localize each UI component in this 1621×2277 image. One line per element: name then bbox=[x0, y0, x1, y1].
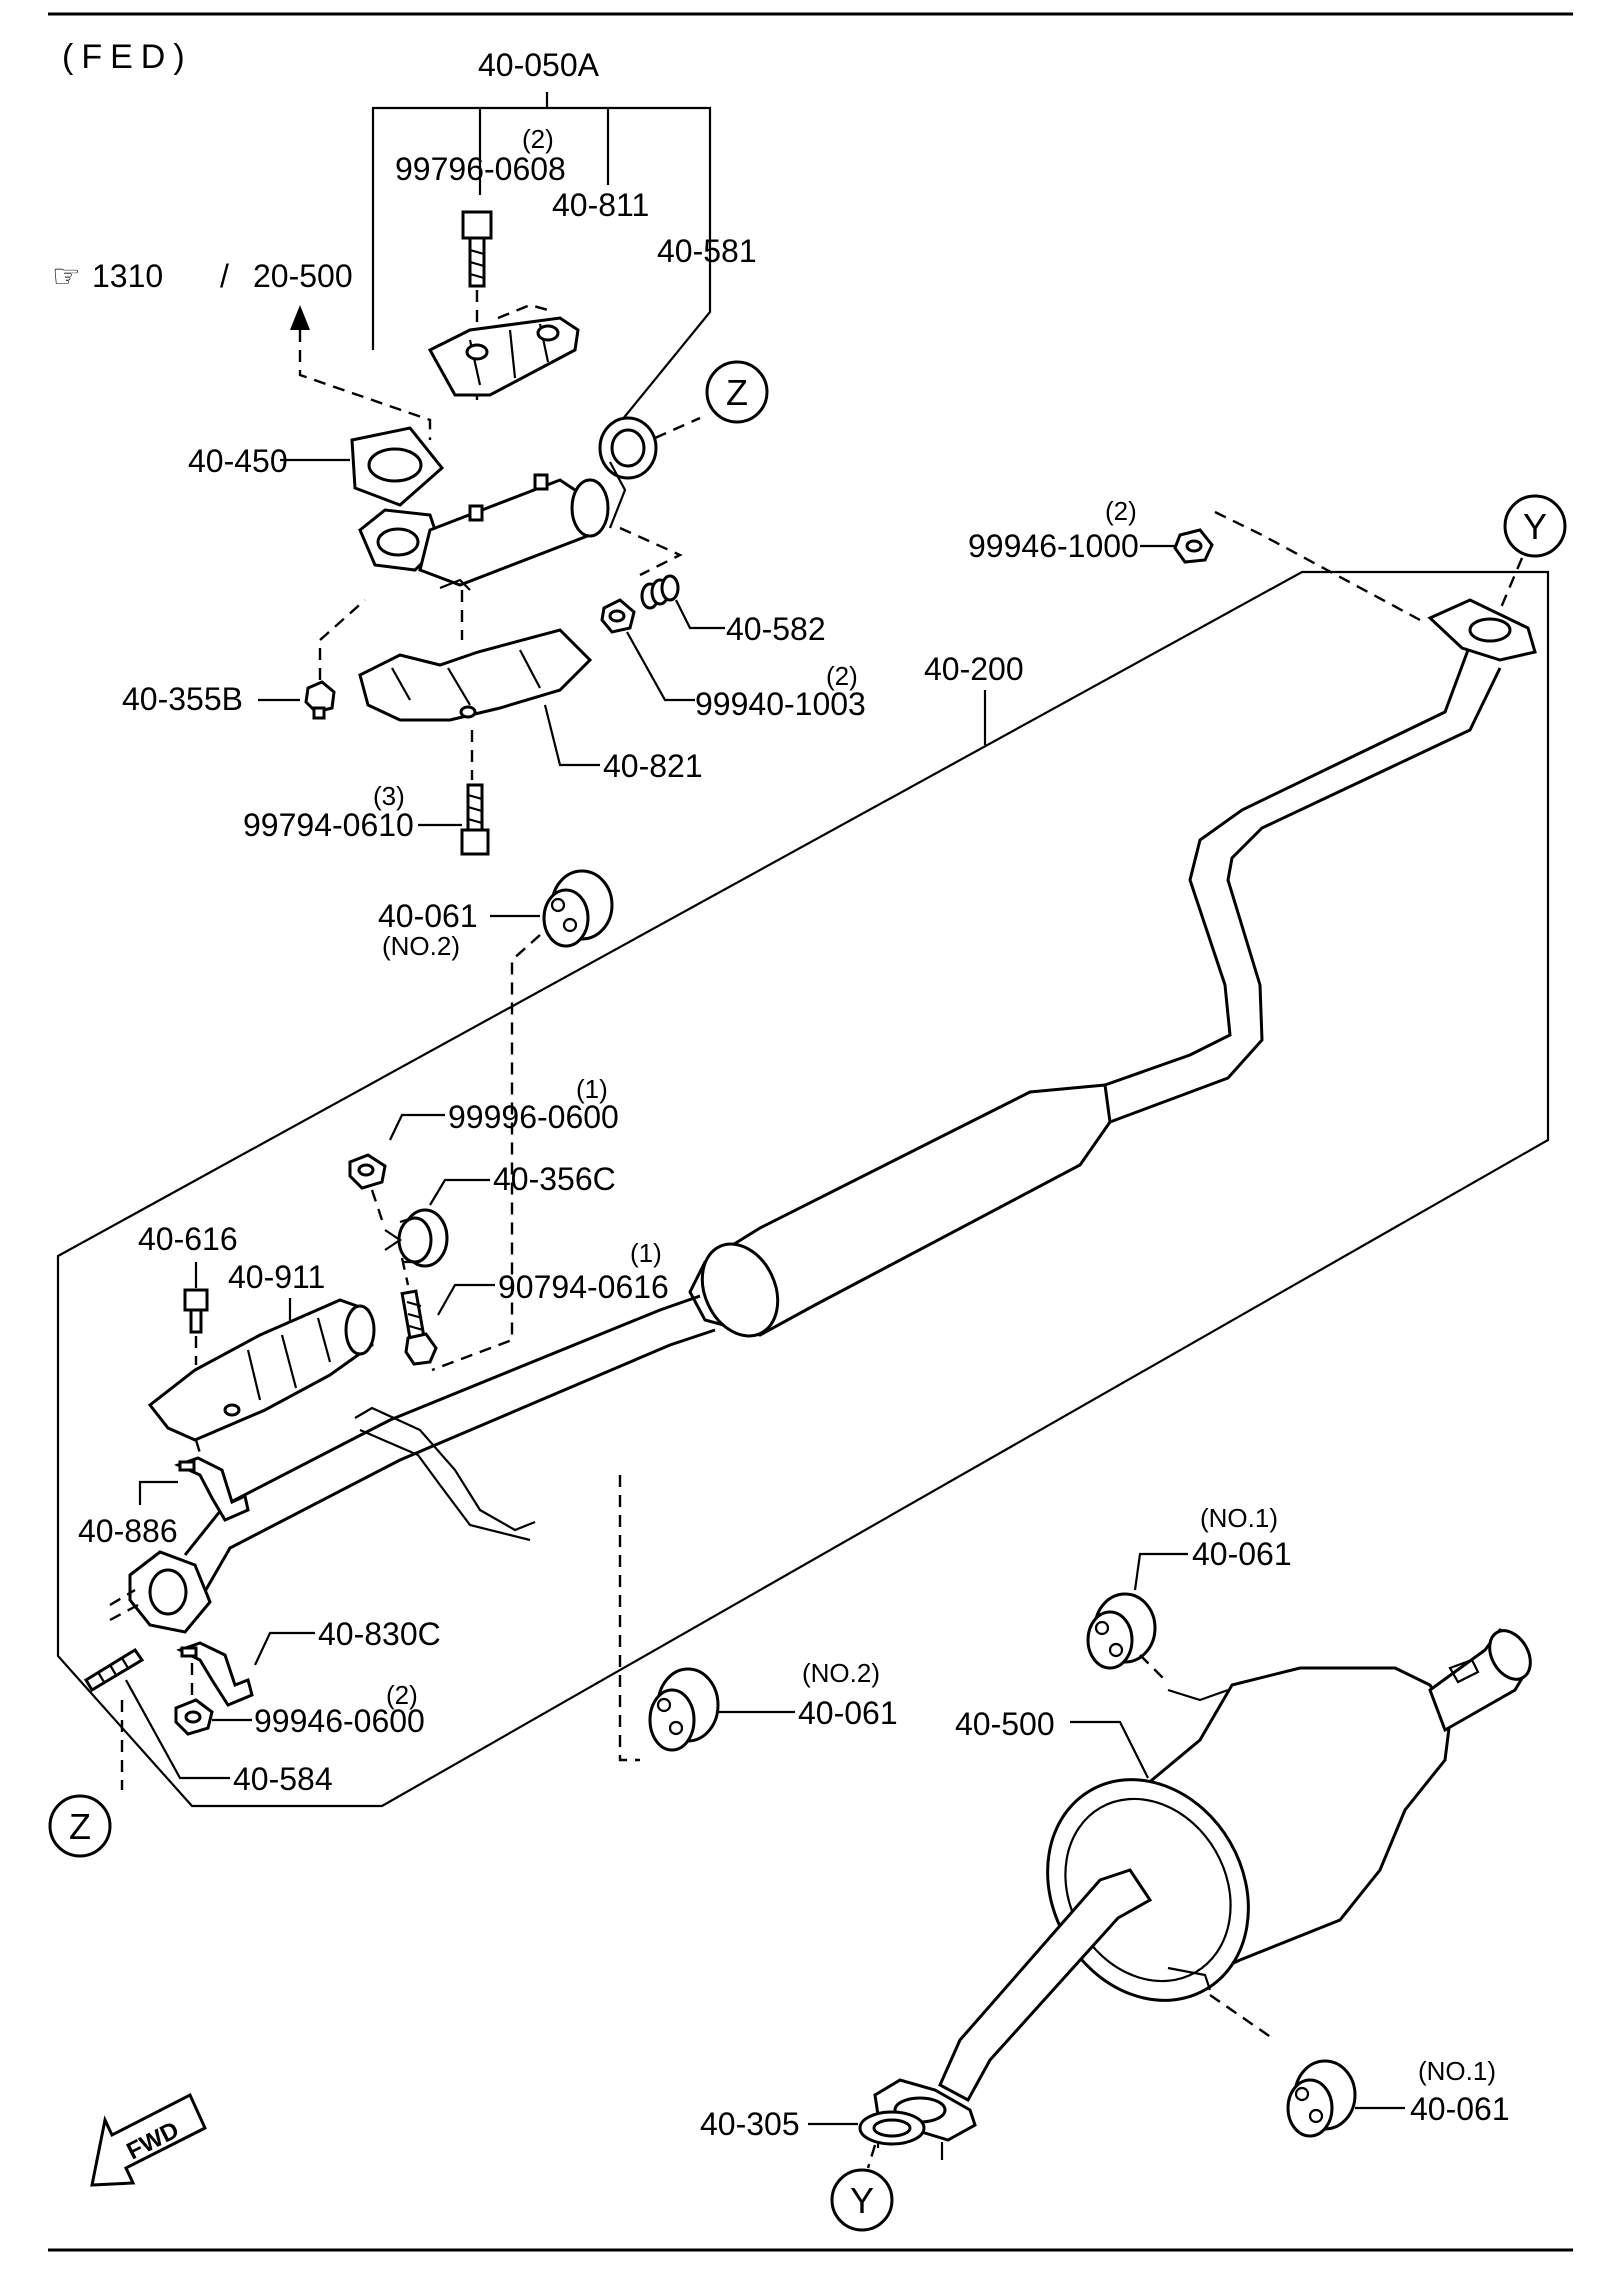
note-no1-b: (NO.1) bbox=[1418, 2056, 1496, 2086]
label-40-911[interactable]: 40-911 bbox=[228, 1259, 325, 1295]
qty-99794-0610: (3) bbox=[373, 781, 405, 811]
label-40-581[interactable]: 40-581 bbox=[657, 233, 757, 269]
label-40-500[interactable]: 40-500 bbox=[955, 1706, 1055, 1742]
label-40-616[interactable]: 40-616 bbox=[138, 1221, 238, 1257]
svg-text:Y: Y bbox=[850, 2180, 874, 2221]
nut-99946-1000 bbox=[1173, 528, 1214, 564]
stud-40-584 bbox=[83, 1647, 145, 1693]
rubber-hanger-40-061-no1-b bbox=[1286, 2059, 1357, 2138]
center-pipe-40-200 bbox=[128, 598, 1537, 1634]
gasket-40-305 bbox=[858, 2110, 926, 2146]
clamp-40-830C bbox=[176, 1641, 254, 1707]
bolt-40-616 bbox=[183, 1288, 209, 1334]
nut-99946-0600 bbox=[174, 1698, 214, 1736]
label-40-830C[interactable]: 40-830C bbox=[318, 1616, 441, 1652]
label-40-061-no2-top[interactable]: 40-061 bbox=[378, 898, 478, 934]
label-40-200[interactable]: 40-200 bbox=[924, 651, 1024, 687]
label-99996-0600[interactable]: 99996-0600 bbox=[448, 1099, 619, 1135]
label-99940-1003[interactable]: 99940-1003 bbox=[695, 686, 866, 722]
svg-text:/: / bbox=[220, 258, 229, 294]
label-40-061-no1-a[interactable]: 40-061 bbox=[1192, 1536, 1292, 1572]
callout-y-bottom[interactable] bbox=[830, 2168, 894, 2232]
assembly-box-40-200 bbox=[56, 570, 1550, 1808]
bolt-99794-0610 bbox=[460, 783, 490, 856]
nut-99940-1003 bbox=[600, 598, 636, 634]
nut-40-355B bbox=[304, 680, 336, 720]
label-40-061-no1-b[interactable]: 40-061 bbox=[1410, 2091, 1510, 2127]
clamp-40-356C bbox=[384, 1208, 449, 1268]
spring-40-582 bbox=[640, 574, 680, 610]
svg-text:Y: Y bbox=[1523, 506, 1547, 547]
label-40-050A[interactable]: 40-050A bbox=[478, 47, 600, 83]
svg-text:Z: Z bbox=[726, 372, 748, 413]
callout-z-bottom[interactable] bbox=[48, 1794, 112, 1858]
callout-z-top[interactable] bbox=[705, 360, 769, 424]
label-40-355B[interactable]: 40-355B bbox=[122, 681, 243, 717]
qty-99996-0600: (1) bbox=[576, 1074, 608, 1104]
qty-99796-0608: (2) bbox=[522, 124, 554, 154]
label-40-061-no2-mid[interactable]: 40-061 bbox=[798, 1695, 898, 1731]
svg-text:Z: Z bbox=[69, 1806, 91, 1847]
qty-99940-1003: (2) bbox=[826, 661, 858, 691]
bracket-40-886 bbox=[173, 1456, 250, 1522]
bolt-99796-0608 bbox=[461, 210, 493, 288]
ref-figure[interactable]: 20-500 bbox=[253, 258, 353, 294]
label-99794-0610[interactable]: 99794-0610 bbox=[243, 807, 414, 843]
variant-label: (FED) bbox=[62, 38, 193, 76]
qty-99946-1000: (2) bbox=[1105, 496, 1137, 526]
gasket-ring-40-581 bbox=[598, 416, 658, 480]
pointing-hand-icon: ☞ bbox=[52, 258, 81, 294]
note-no1-a: (NO.1) bbox=[1200, 1503, 1278, 1533]
flange-gasket-40-450 bbox=[350, 426, 445, 507]
nut-99996-0600 bbox=[348, 1153, 387, 1190]
note-no2-mid: (NO.2) bbox=[802, 1658, 880, 1688]
label-99946-0600[interactable]: 99946-0600 bbox=[254, 1703, 425, 1739]
label-99796-0608[interactable]: 99796-0608 bbox=[395, 151, 566, 187]
label-40-582[interactable]: 40-582 bbox=[726, 611, 826, 647]
stud-90794-0616 bbox=[400, 1289, 438, 1366]
heat-shield-40-821 bbox=[358, 628, 593, 722]
label-40-305[interactable]: 40-305 bbox=[700, 2106, 800, 2142]
label-99946-1000[interactable]: 99946-1000 bbox=[968, 528, 1139, 564]
label-40-584[interactable]: 40-584 bbox=[233, 1761, 333, 1797]
heat-shield-40-911 bbox=[147, 1298, 376, 1442]
rubber-hanger-40-061-no1-a bbox=[1086, 1592, 1157, 1670]
ref-section[interactable]: 1310 bbox=[92, 258, 163, 294]
heat-shield-40-811 bbox=[427, 316, 580, 397]
rubber-hanger-40-061-mid bbox=[648, 1667, 720, 1752]
label-40-886[interactable]: 40-886 bbox=[78, 1513, 178, 1549]
forward-arrow-icon bbox=[90, 2092, 207, 2187]
rubber-hanger-40-061-top bbox=[542, 869, 614, 948]
label-40-356C[interactable]: 40-356C bbox=[493, 1161, 616, 1197]
note-no2-top: (NO.2) bbox=[382, 931, 460, 961]
label-90794-0616[interactable]: 90794-0616 bbox=[498, 1269, 669, 1305]
assembly-bracket-40-050A bbox=[371, 92, 712, 421]
label-40-821[interactable]: 40-821 bbox=[603, 748, 703, 784]
label-40-811[interactable]: 40-811 bbox=[552, 187, 649, 223]
label-40-450[interactable]: 40-450 bbox=[188, 443, 288, 479]
front-pipe-40-050A bbox=[358, 461, 627, 591]
ref-arrowhead bbox=[290, 305, 310, 330]
callout-y-top[interactable] bbox=[1503, 494, 1567, 558]
muffler-40-500 bbox=[938, 1628, 1532, 2103]
ref-leader bbox=[298, 330, 432, 440]
qty-90794-0616: (1) bbox=[630, 1238, 662, 1268]
qty-99946-0600: (2) bbox=[386, 1680, 418, 1710]
